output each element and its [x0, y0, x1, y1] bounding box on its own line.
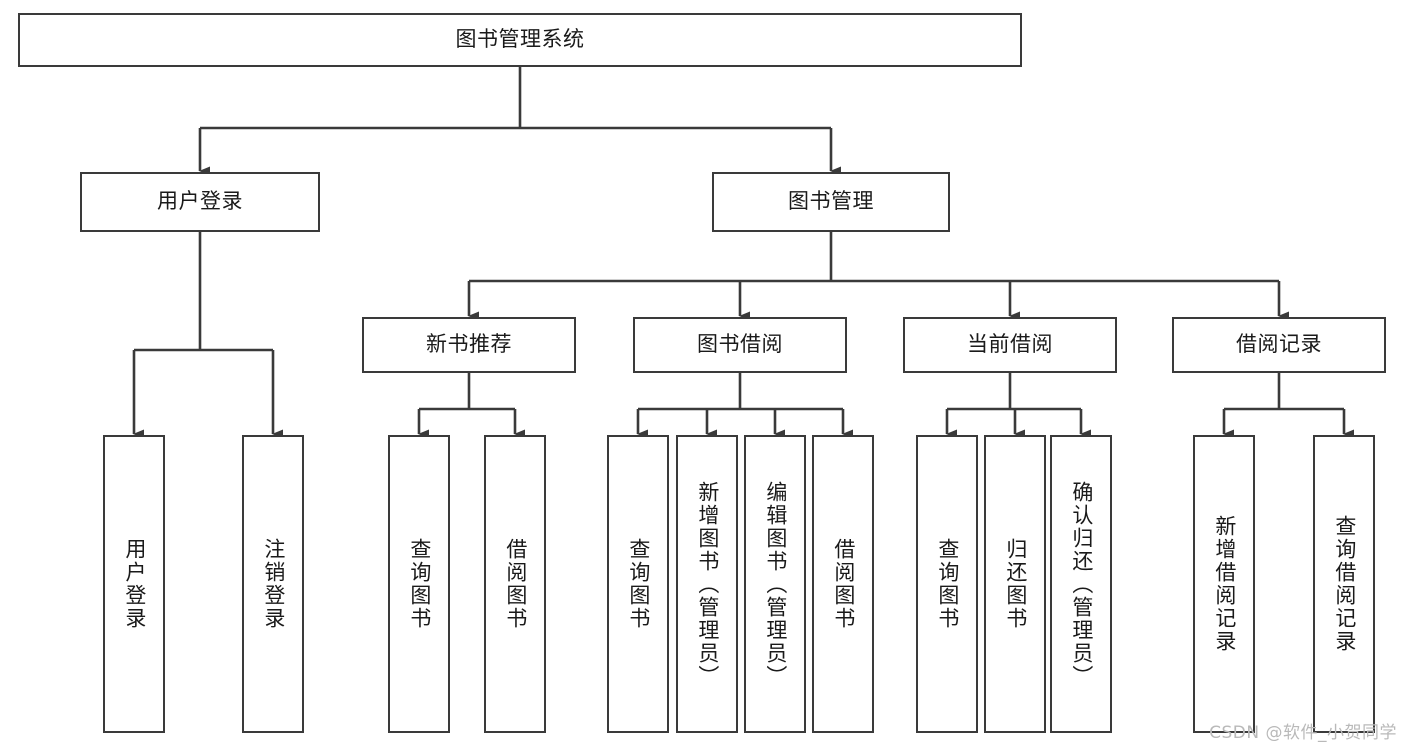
node-leaf-4[interactable]: 借阅图书: [484, 435, 546, 733]
node-label: 归还图书: [1003, 538, 1028, 630]
node-leaf-13[interactable]: 查询借阅记录: [1313, 435, 1375, 733]
node-login[interactable]: 用户登录: [80, 172, 320, 232]
node-current[interactable]: 当前借阅: [903, 317, 1117, 373]
node-label: 用户登录: [122, 538, 147, 630]
node-root[interactable]: 图书管理系统: [18, 13, 1022, 67]
node-label: 新增图书（管理员）: [695, 480, 720, 688]
node-records[interactable]: 借阅记录: [1172, 317, 1386, 373]
node-label: 新书推荐: [426, 332, 512, 357]
node-label: 用户登录: [157, 189, 243, 214]
node-label: 图书管理: [788, 189, 874, 214]
node-leaf-3[interactable]: 查询图书: [388, 435, 450, 733]
node-leaf-6[interactable]: 新增图书（管理员）: [676, 435, 738, 733]
node-label: 图书管理系统: [455, 27, 585, 52]
node-label: 编辑图书（管理员）: [763, 480, 788, 688]
node-leaf-12[interactable]: 新增借阅记录: [1193, 435, 1255, 733]
node-leaf-1[interactable]: 用户登录: [103, 435, 165, 733]
node-leaf-2[interactable]: 注销登录: [242, 435, 304, 733]
node-label: 查询图书: [626, 538, 651, 630]
node-bookmgmt[interactable]: 图书管理: [712, 172, 950, 232]
node-label: 借阅记录: [1236, 332, 1322, 357]
node-label: 查询图书: [935, 538, 960, 630]
node-label: 查询借阅记录: [1332, 515, 1357, 653]
node-label: 借阅图书: [831, 538, 856, 630]
node-label: 当前借阅: [967, 332, 1053, 357]
node-label: 查询图书: [407, 538, 432, 630]
node-label: 图书借阅: [697, 332, 783, 357]
node-label: 注销登录: [261, 538, 286, 630]
node-label: 新增借阅记录: [1212, 515, 1237, 653]
node-borrow[interactable]: 图书借阅: [633, 317, 847, 373]
node-leaf-9[interactable]: 查询图书: [916, 435, 978, 733]
node-leaf-10[interactable]: 归还图书: [984, 435, 1046, 733]
node-label: 借阅图书: [503, 538, 528, 630]
node-leaf-7[interactable]: 编辑图书（管理员）: [744, 435, 806, 733]
node-label: 确认归还（管理员）: [1069, 480, 1094, 688]
node-leaf-5[interactable]: 查询图书: [607, 435, 669, 733]
node-leaf-8[interactable]: 借阅图书: [812, 435, 874, 733]
node-leaf-11[interactable]: 确认归还（管理员）: [1050, 435, 1112, 733]
node-newbook[interactable]: 新书推荐: [362, 317, 576, 373]
csdn-watermark: CSDN @软件_小贺同学: [1209, 723, 1397, 743]
